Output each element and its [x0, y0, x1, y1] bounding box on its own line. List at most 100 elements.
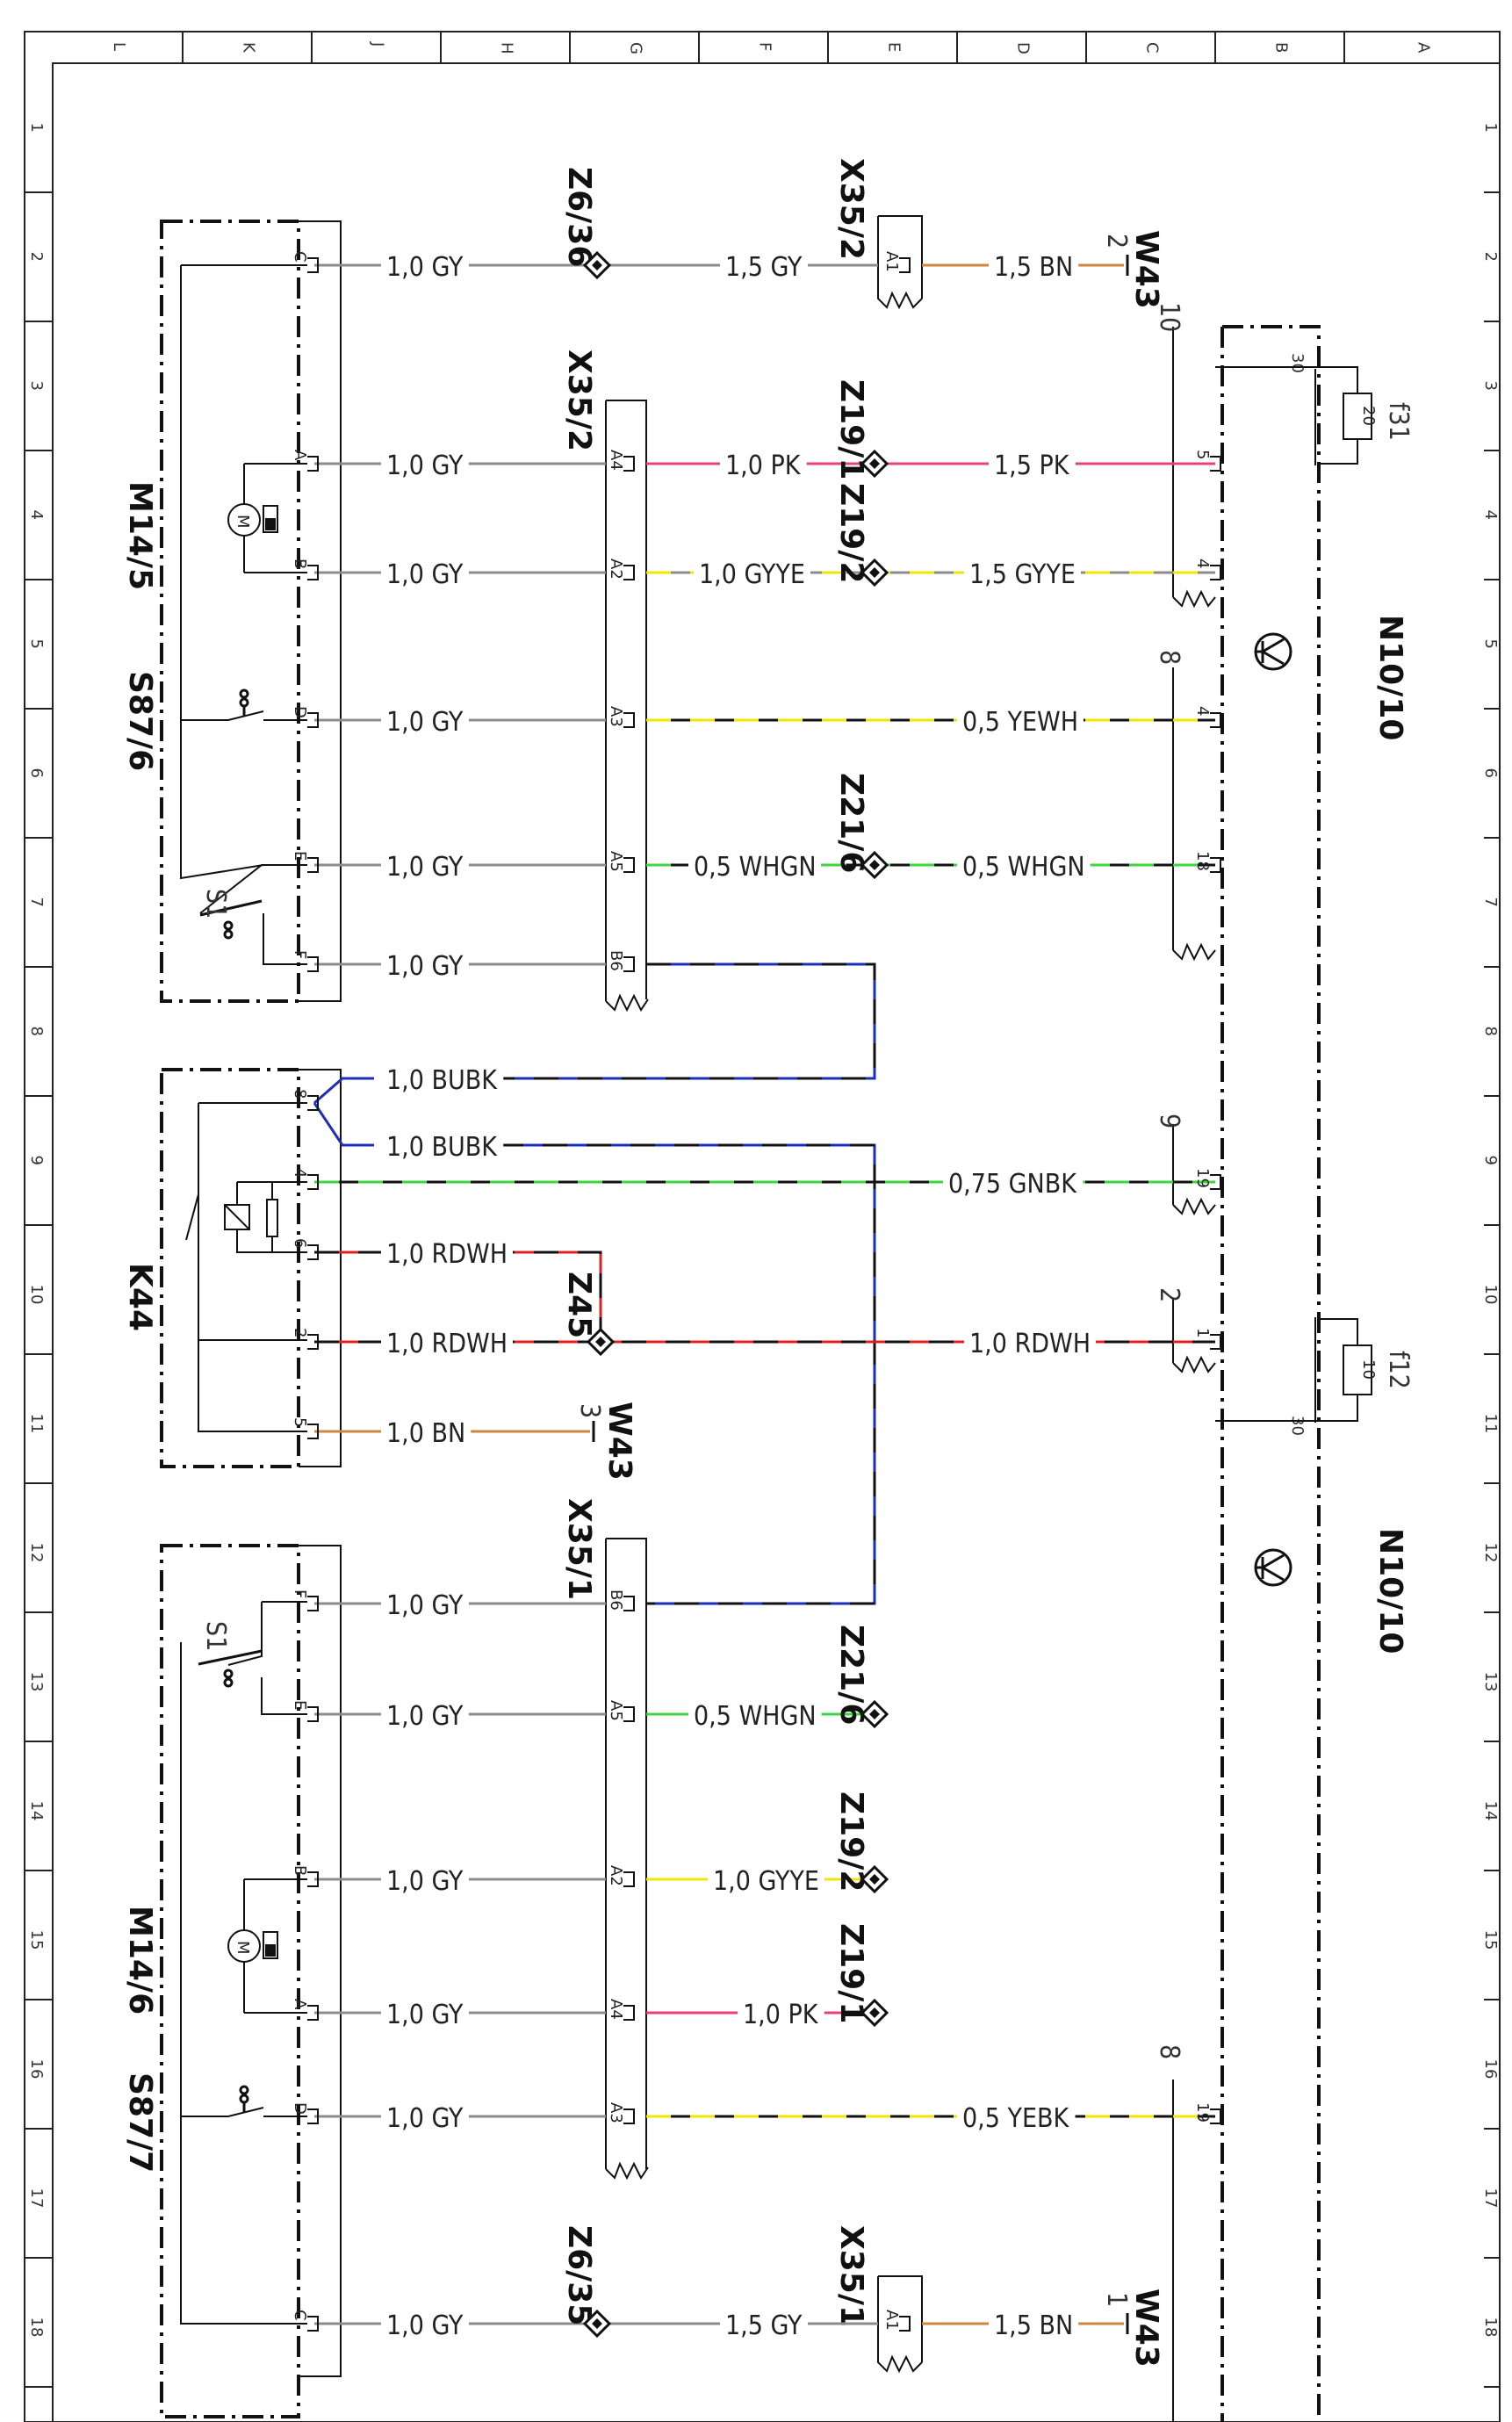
row-label: 17 [27, 2188, 46, 2209]
wire-label: 1,0 GY [386, 559, 464, 590]
pin-terminal [307, 1596, 319, 1611]
row-label: 6 [27, 768, 46, 778]
row-label: 4 [1481, 510, 1500, 520]
n10-connector-block-3 [1172, 1124, 1216, 1216]
x35-2-top-connector [877, 215, 923, 310]
column-label: E [885, 42, 904, 52]
column-label: L [110, 42, 128, 51]
wire-label: 1,0 GY [386, 451, 464, 481]
x35-1-pin: B6 [607, 1589, 625, 1611]
pin-terminal [623, 857, 635, 873]
row-label: 2 [27, 252, 46, 262]
m14-5-connector-outline [299, 220, 342, 1002]
pin-terminal [307, 565, 319, 580]
label-bg [381, 1699, 469, 1734]
row-label: 7 [1481, 897, 1500, 907]
m14-5-box [160, 220, 300, 1003]
w43-top-label: W43 [1128, 230, 1164, 309]
z19-2-bot-label: Z19/2 [833, 1791, 869, 1892]
pin-terminal [307, 2316, 319, 2332]
wire-segment [313, 1077, 374, 1105]
n10-connector-block-1 [1172, 327, 1216, 609]
x35-2-pin: B6 [607, 950, 625, 971]
pin-terminal [623, 1596, 635, 1611]
ext-pin: 10 [1154, 302, 1184, 332]
row-label: 12 [27, 1543, 46, 1563]
fuse-f31: 20 f31 30 [1288, 353, 1414, 465]
row-label: 10 [1481, 1285, 1500, 1305]
wire-label: 1,0 GYYE [699, 559, 805, 590]
label-bg [381, 250, 469, 285]
motor-label: M [234, 515, 252, 529]
label-bg [708, 1864, 824, 1899]
m14-5-pin: C [291, 251, 309, 263]
fuse-label: f31 [1383, 402, 1414, 441]
label-bg [688, 1699, 822, 1734]
pin-terminal [307, 257, 319, 273]
label-bg [943, 1167, 1084, 1201]
wire-label: 1,0 GY [386, 2310, 464, 2341]
m14-5-pin: E [291, 851, 309, 861]
wire-label: 1,0 BN [386, 1418, 465, 1449]
k44-label: K44 [122, 1263, 158, 1331]
m14-6-box [160, 1544, 300, 2418]
pin-terminal [307, 1244, 319, 1260]
wire-label: 1,5 PK [994, 451, 1070, 481]
x35-2-top-label: X35/2 [833, 158, 869, 260]
splice-z19-1-bottom-core [869, 2008, 880, 2018]
x35-2-connector [605, 400, 649, 1013]
n10-pin: 4 [1193, 706, 1212, 716]
n10-pin: 5 [1193, 450, 1212, 459]
pin-terminal [623, 2108, 635, 2124]
column-label: J [369, 41, 387, 47]
w43-mid-label: W43 [601, 1402, 637, 1481]
k44-pin: 6 [291, 1238, 309, 1248]
wire-label: 1,5 GY [725, 2310, 803, 2341]
splice-z6-36-core [592, 260, 602, 270]
label-bg [381, 1130, 504, 1164]
m14-6-pin: B [291, 1865, 309, 1876]
k44-pin: 2 [291, 1328, 309, 1337]
pin-terminal [1210, 456, 1221, 472]
s1-label: S1 [200, 1621, 231, 1651]
label-bg [381, 1063, 504, 1098]
row-label: 17 [1481, 2188, 1500, 2209]
wire-label: 1,0 RDWH [969, 1329, 1091, 1359]
row-label: 14 [1481, 1801, 1500, 1821]
motor-icon: M [227, 503, 278, 537]
k44-pin: 4 [291, 1168, 309, 1178]
fuse-label: f12 [1383, 1351, 1414, 1389]
x35-1-pin: A5 [607, 1700, 625, 1721]
wire-segment [499, 1143, 876, 1605]
z19-1-bot-label: Z19/1 [833, 1923, 869, 2023]
row-label: 3 [27, 381, 46, 391]
wire-segment [313, 1102, 374, 1147]
x35-2-pin: A4 [607, 450, 625, 471]
pin-terminal [1210, 857, 1221, 873]
label-bg [720, 250, 808, 285]
column-label: C [1143, 42, 1162, 54]
label-bg [381, 558, 469, 592]
m14-5-pin: D [291, 706, 309, 718]
row-label: 5 [27, 639, 46, 649]
splice-nodes [582, 250, 1129, 2339]
row-label: 16 [1481, 2059, 1500, 2080]
wire-label: 1,0 RDWH [386, 1239, 508, 1270]
label-bg [381, 449, 469, 483]
splice-z21-6-core [869, 860, 880, 870]
label-bg [720, 2309, 808, 2343]
row-label: 3 [1481, 381, 1500, 391]
pin-terminal [1210, 565, 1221, 580]
wire-label: 1,0 GY [386, 1701, 464, 1732]
pin-terminal [307, 712, 319, 728]
label-bg [381, 1864, 469, 1899]
wire-label: 1,0 GY [386, 1866, 464, 1897]
m14-6-pin: C [291, 2310, 309, 2321]
splice-z19-1-core [869, 458, 880, 469]
wire-label: 1,5 GY [725, 252, 803, 283]
pin-terminal [307, 2108, 319, 2124]
wire-label: 0,5 YEBK [962, 2103, 1070, 2134]
column-label: K [240, 42, 258, 54]
